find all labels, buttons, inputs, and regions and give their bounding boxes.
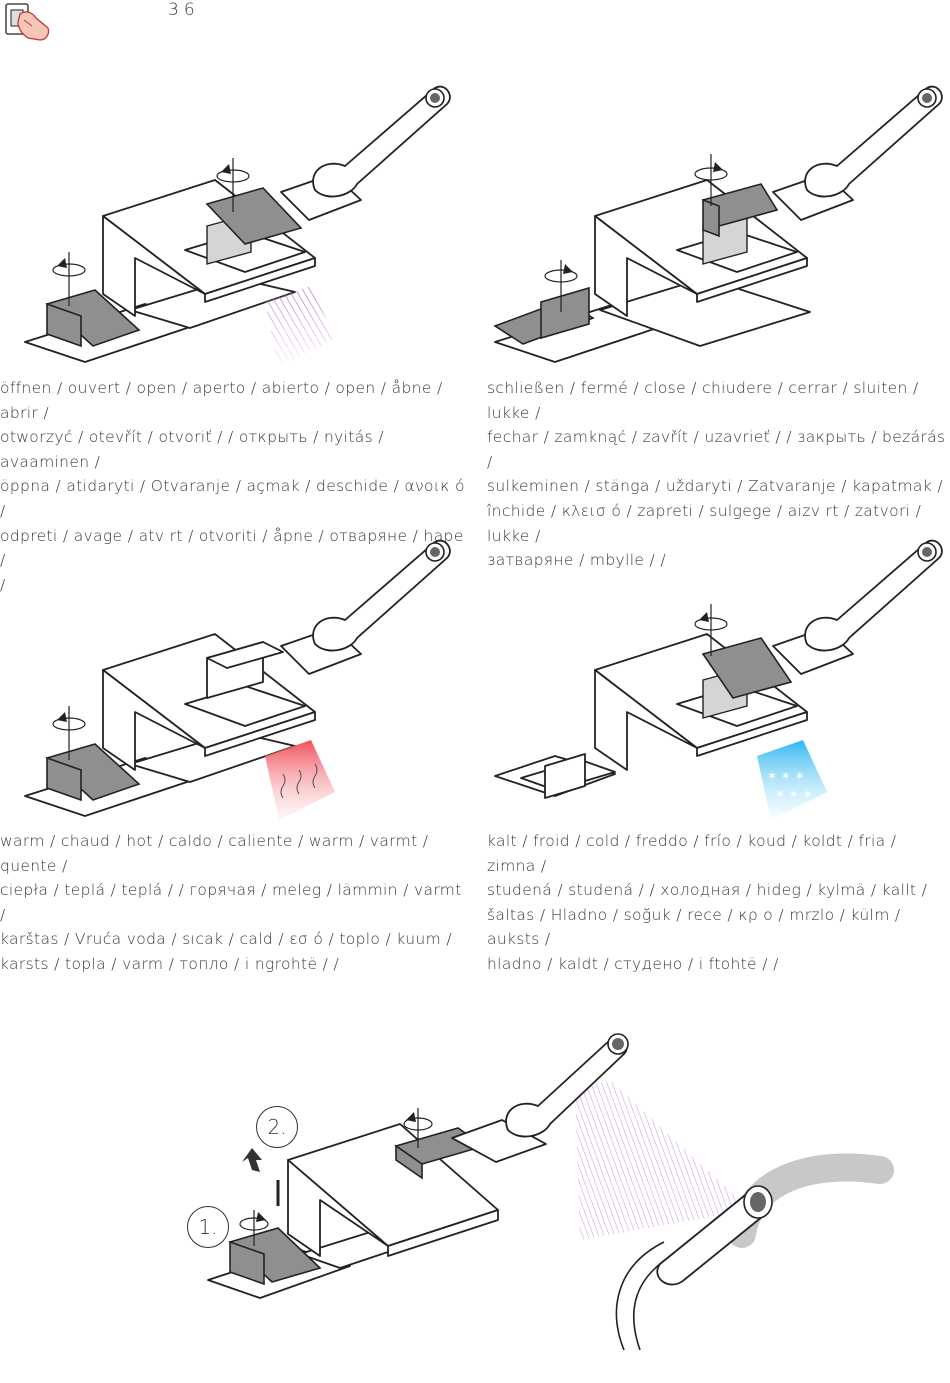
lift-arrow-icon: [242, 1148, 262, 1172]
page-number: 36: [168, 0, 200, 20]
rotate-arrow-icon: [694, 604, 728, 656]
caption-warm: warm / chaud / hot / caldo / caliente / …: [0, 832, 462, 973]
illustration-cold: ✶ ✶ ✶ ✶ ✶ ✶: [485, 534, 945, 824]
svg-text:✶ ✶ ✶: ✶ ✶ ✶: [775, 787, 813, 801]
illustration-open: [15, 80, 455, 370]
rotate-arrow-icon: [694, 154, 728, 206]
step-badge-1: 1.: [187, 1206, 229, 1248]
rotate-arrow-icon: [216, 158, 250, 212]
hand-pressing-button-icon: [2, 0, 54, 42]
illustration-close: [485, 80, 945, 370]
rotate-arrow-icon: [403, 1108, 433, 1148]
caption-close: schließen / fermé / close / chiudere / c…: [487, 379, 946, 570]
rotate-arrow-icon: [544, 260, 578, 312]
step-badge-2: 2.: [256, 1106, 298, 1148]
svg-text:✶ ✶ ✶: ✶ ✶ ✶: [767, 769, 805, 783]
rotate-arrow-icon: [52, 252, 86, 306]
rotate-arrow-icon: [239, 1210, 269, 1246]
illustration-warm: [15, 534, 455, 824]
rotate-arrow-icon: [52, 706, 86, 760]
illustration-diverter: [190, 1020, 900, 1350]
caption-cold: kalt / froid / cold / freddo / frío / ko…: [487, 832, 928, 973]
caption-open: öffnen / ouvert / open / aperto / abiert…: [0, 379, 465, 594]
